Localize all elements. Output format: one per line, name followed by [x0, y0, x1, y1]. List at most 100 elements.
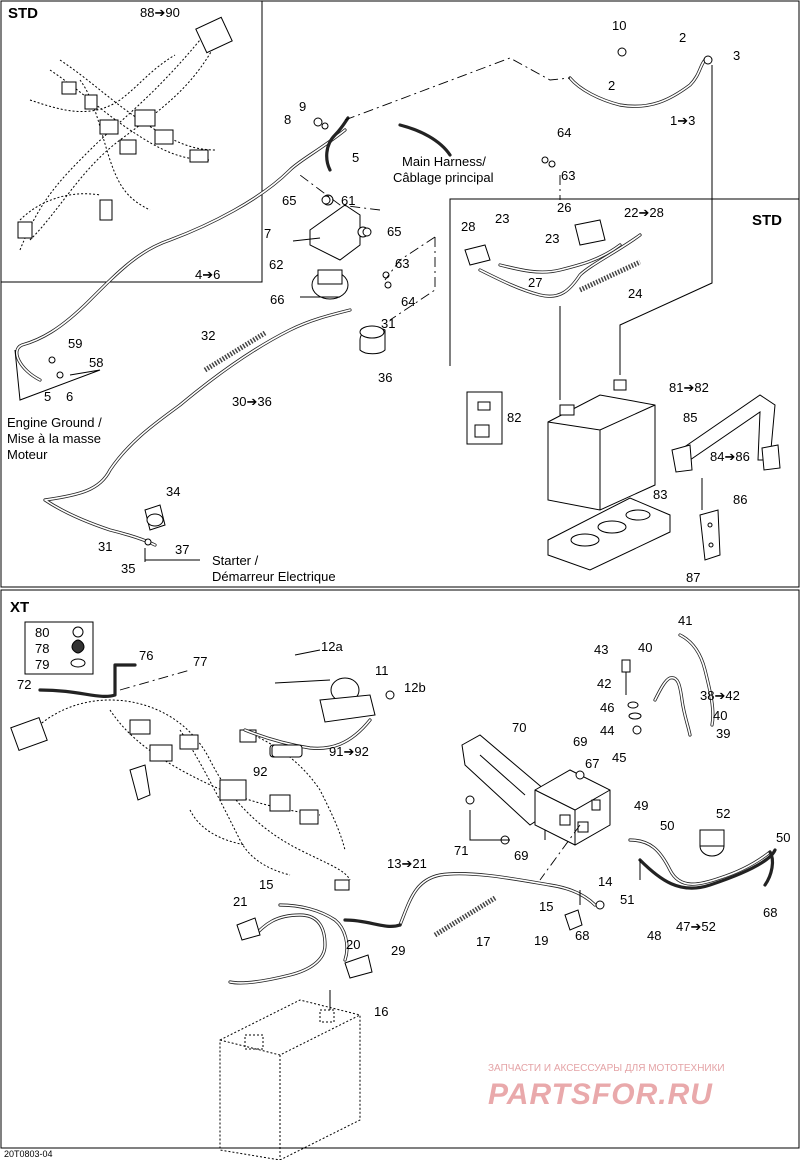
callout-76: 76	[139, 648, 153, 663]
callout-31a: 31	[381, 316, 395, 331]
callout-64a: 64	[557, 125, 571, 140]
callout-34: 34	[166, 484, 180, 499]
callout-engine-ground-2: Mise à la masse	[7, 431, 101, 446]
callout-16: 16	[374, 1004, 388, 1019]
callout-51: 51	[620, 892, 634, 907]
callout-23a: 23	[495, 211, 509, 226]
callout-38-42: 38➔42	[700, 688, 740, 703]
xt-battery	[219, 999, 361, 1160]
callout-starter-1: Starter /	[212, 553, 259, 568]
callout-64b: 64	[401, 294, 415, 309]
callout-14: 14	[598, 874, 612, 889]
callout-32: 32	[201, 328, 215, 343]
callout-engine-ground-1: Engine Ground /	[7, 415, 102, 430]
callout-58: 58	[89, 355, 103, 370]
callout-65b: 65	[387, 224, 401, 239]
std-positive-cable-1-3	[568, 58, 707, 108]
callout-44: 44	[600, 723, 614, 738]
callout-87: 87	[686, 570, 700, 585]
callout-42: 42	[597, 676, 611, 691]
callout-20: 20	[346, 937, 360, 952]
callout-45: 45	[612, 750, 626, 765]
std-harness-inset-frame	[1, 1, 263, 283]
xt-leader-lines	[119, 669, 641, 1010]
callout-81-82: 81➔82	[669, 380, 709, 395]
callout-80: 80	[35, 625, 49, 640]
callout-26: 26	[557, 200, 571, 215]
callout-1-3: 1➔3	[670, 113, 695, 128]
xt-wiring-harness-illustration	[10, 699, 351, 891]
xt-battery-cables-15-16	[228, 903, 402, 985]
std-ground-strap-5	[325, 116, 350, 172]
callout-91-92: 91➔92	[329, 744, 369, 759]
xt-bolt-stack-43-46	[621, 659, 642, 735]
xt-starter-cable-38-42	[653, 633, 715, 737]
callout-67: 67	[585, 756, 599, 771]
callout-4-6: 4➔6	[195, 267, 220, 282]
callout-28: 28	[461, 219, 475, 234]
callout-46: 46	[600, 700, 614, 715]
callout-23b: 23	[545, 231, 559, 246]
callout-2a: 2	[679, 30, 686, 45]
callout-17: 17	[476, 934, 490, 949]
solenoid-assembly-62	[292, 194, 369, 300]
callout-7: 7	[264, 226, 271, 241]
callout-69a: 69	[573, 734, 587, 749]
std-fasteners	[48, 47, 713, 546]
callout-78: 78	[35, 641, 49, 656]
section-title-std-harness: STD	[8, 5, 38, 22]
bracket-86	[699, 509, 721, 561]
callout-92: 92	[253, 764, 267, 779]
callout-43: 43	[594, 642, 608, 657]
callout-15b: 15	[539, 899, 553, 914]
bracket-76	[38, 663, 137, 698]
callout-86: 86	[733, 492, 747, 507]
callout-5b: 5	[44, 389, 51, 404]
callout-63b: 63	[395, 256, 409, 271]
boot-34	[144, 504, 166, 531]
std-section-frame	[0, 0, 800, 588]
callout-6: 6	[66, 389, 73, 404]
callout-36: 36	[378, 370, 392, 385]
solenoid-11	[274, 649, 395, 723]
callout-52: 52	[716, 806, 730, 821]
diagram-code: 20T0803-04	[4, 1149, 53, 1159]
callout-5a: 5	[352, 150, 359, 165]
callout-37: 37	[175, 542, 189, 557]
callout-engine-ground-3: Moteur	[7, 447, 48, 462]
callout-31b: 31	[98, 539, 112, 554]
callout-12a: 12a	[321, 639, 343, 654]
callout-59: 59	[68, 336, 82, 351]
callout-79: 79	[35, 657, 49, 672]
std-ground-cable-4-6	[15, 128, 347, 382]
battery-strap-84	[671, 394, 781, 473]
main-harness-lead	[398, 123, 452, 157]
callout-66: 66	[270, 292, 284, 307]
callout-41: 41	[678, 613, 692, 628]
std-battery-cables-22-28	[464, 219, 642, 298]
xt-section-frame	[0, 589, 800, 1149]
callout-10: 10	[612, 18, 626, 33]
callout-83: 83	[653, 487, 667, 502]
section-title-xt: XT	[10, 599, 29, 616]
std-leader-lines	[14, 57, 713, 562]
callout-19: 19	[534, 933, 548, 948]
callout-11: 11	[375, 663, 389, 678]
callout-50b: 50	[776, 830, 790, 845]
callout-85: 85	[683, 410, 697, 425]
connector-92	[271, 744, 303, 758]
sealant-kit-items	[70, 626, 86, 668]
callout-21: 21	[233, 894, 247, 909]
callout-61: 61	[341, 193, 355, 208]
callout-72: 72	[17, 677, 31, 692]
callout-15a: 15	[259, 877, 273, 892]
regulator-block-67	[534, 769, 611, 846]
battery-81	[547, 379, 656, 511]
fuse-kit-box	[466, 391, 503, 445]
callout-13-21: 13➔21	[387, 856, 427, 871]
callout-9: 9	[299, 99, 306, 114]
callout-69b: 69	[514, 848, 528, 863]
callout-29: 29	[391, 943, 405, 958]
callout-47-52: 47➔52	[676, 919, 716, 934]
callout-main-harness-2: Câblage principal	[393, 170, 494, 185]
